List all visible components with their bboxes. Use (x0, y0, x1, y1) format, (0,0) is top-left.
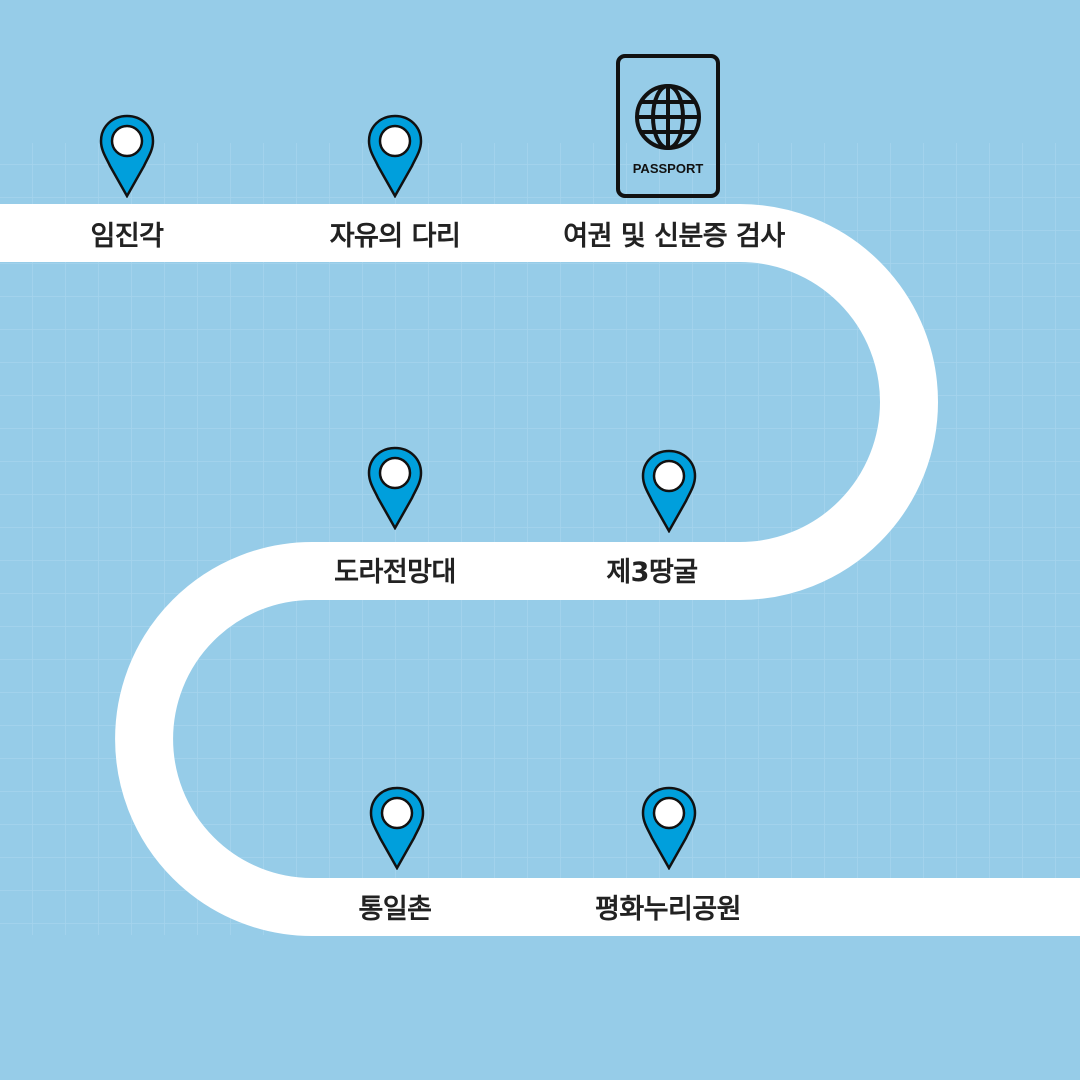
map-pin-icon (641, 786, 697, 870)
stop-label: 통일촌 (358, 894, 432, 925)
globe-icon (635, 84, 701, 150)
passport-icon: PASSPORT (616, 54, 720, 198)
winding-road (0, 204, 1080, 936)
map-pin-icon (369, 786, 425, 870)
stop-label: 평화누리공원 (594, 894, 742, 925)
stop-label: 제3땅굴 (606, 557, 698, 588)
stop-label: 여권 및 신분증 검사 (563, 221, 785, 252)
stop-label: 자유의 다리 (329, 221, 461, 252)
map-pin-icon (367, 446, 423, 530)
map-pin-icon (99, 114, 155, 198)
stop-label: 임진각 (90, 221, 164, 252)
map-pin-icon (367, 114, 423, 198)
stop-label: 도라전망대 (334, 557, 456, 588)
map-pin-icon (641, 449, 697, 533)
passport-label: PASSPORT (632, 161, 704, 176)
